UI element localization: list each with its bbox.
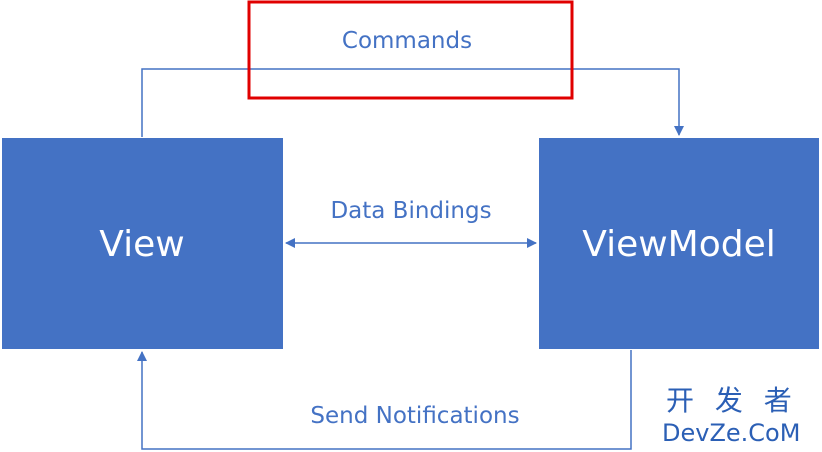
view-box	[2, 138, 283, 349]
commands-highlight-box	[247, 0, 574, 100]
watermark-chinese-text: 开 发 者	[666, 384, 798, 417]
devze-watermark-logo: 开 发 者 DevZe.CoM	[662, 384, 800, 447]
viewmodel-label: ViewModel	[582, 224, 776, 265]
send-notifications-arrow	[137, 350, 632, 450]
watermark-english-text: DevZe.CoM	[662, 419, 800, 447]
commands-arrow	[141, 68, 684, 137]
data-bindings-label: Data Bindings	[330, 198, 491, 224]
send-notifications-label: Send Notifications	[310, 403, 519, 429]
viewmodel-box	[539, 138, 819, 349]
commands-label: Commands	[342, 28, 472, 54]
view-label: View	[99, 224, 184, 265]
